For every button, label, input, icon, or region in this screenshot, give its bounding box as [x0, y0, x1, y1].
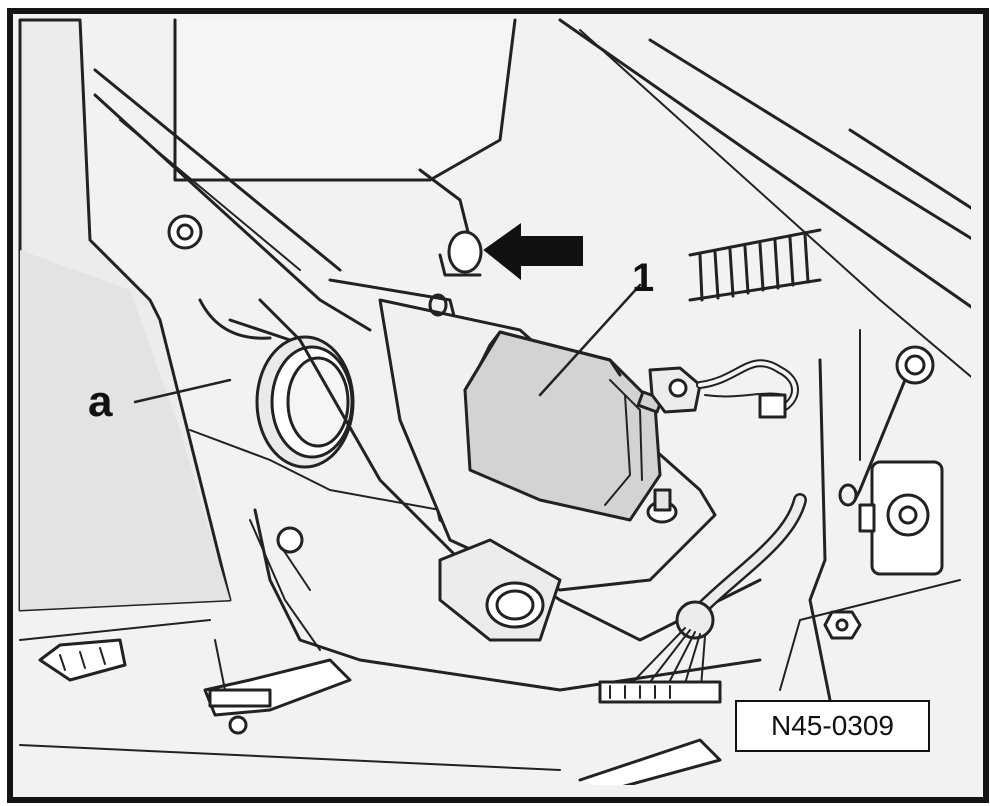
- lower-frame-rib: [253, 508, 762, 692]
- lower-tube: [438, 538, 562, 642]
- left-stud: [276, 526, 311, 591]
- callout-a-label: a: [88, 377, 113, 426]
- leader-line-1: [538, 283, 642, 397]
- side-wall: [808, 358, 832, 702]
- floor-edge: [578, 738, 722, 785]
- bracket-hole: [167, 214, 203, 250]
- lower-left-plug: [203, 639, 352, 735]
- lower-frame-rib: [249, 519, 321, 651]
- module-connector: [648, 366, 702, 414]
- indicator-arrow: [483, 223, 583, 281]
- floor-nut: [823, 610, 862, 640]
- module-bolt: [646, 488, 678, 524]
- floor-edge: [19, 744, 561, 771]
- callout-1-label: 1: [632, 256, 655, 300]
- bracket-hole-inner: [176, 223, 194, 241]
- side-wall: [779, 579, 961, 691]
- bracket-rail: [93, 68, 342, 272]
- lower-frame: [189, 429, 441, 511]
- threaded-stud: [428, 230, 483, 317]
- clip-bracket: [38, 638, 127, 682]
- vertical-cable: [675, 493, 807, 640]
- upper-housing-edge: [418, 168, 472, 242]
- reference-code: N45-0309: [771, 710, 894, 741]
- bracket-rail: [119, 119, 301, 271]
- wiring-harness: [696, 359, 799, 419]
- side-connector: [858, 460, 944, 576]
- lower-frame: [258, 298, 462, 562]
- lower-connector: [598, 680, 722, 704]
- bracket-rail: [93, 93, 372, 332]
- pipe-collar: [198, 298, 355, 469]
- floor-edge: [19, 619, 211, 641]
- reference-code-box: N45-0309: [735, 700, 930, 752]
- upper-housing: [173, 18, 517, 182]
- edge-line: [648, 38, 971, 241]
- edge-line: [558, 18, 971, 309]
- ground-point: [838, 345, 935, 507]
- corrugated-conduit: [688, 228, 822, 302]
- edge-line: [579, 29, 971, 378]
- control-module: [463, 330, 664, 522]
- left-panel-shadow: [20, 250, 230, 610]
- leader-line-a: [133, 378, 232, 404]
- edge-line: [848, 128, 971, 210]
